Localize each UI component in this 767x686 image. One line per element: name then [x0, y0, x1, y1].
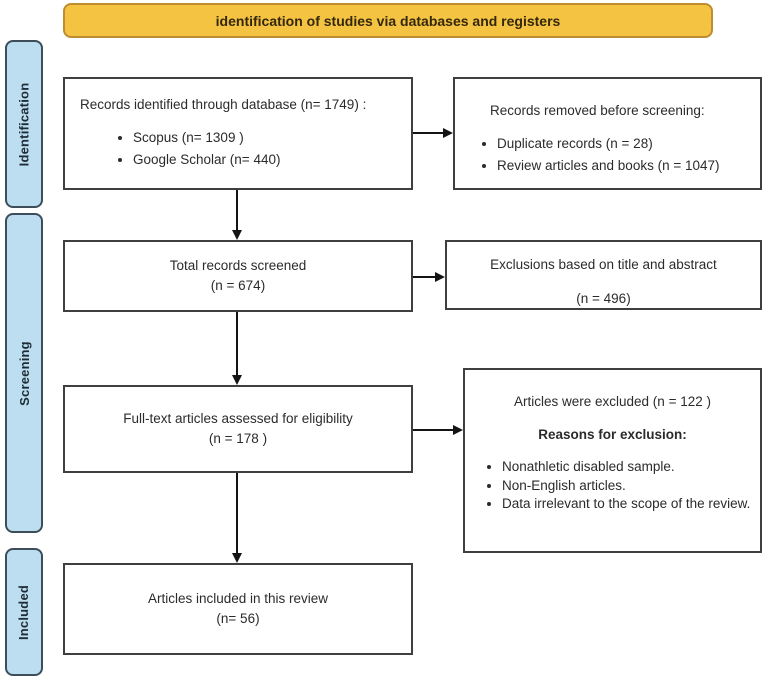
- arrow-screened-to-exclusions-line: [413, 276, 437, 278]
- arrow-down-icon: [232, 553, 242, 563]
- box-subtitle: Reasons for exclusion:: [538, 426, 687, 442]
- box-line1: Articles included in this review: [147, 591, 329, 607]
- arrow-screened-to-fulltext-line: [236, 312, 238, 377]
- bullet-item: Scopus (n= 1309 ): [133, 128, 401, 148]
- box-line2: (n= 56): [216, 611, 260, 626]
- box-line2: (n = 674): [210, 278, 266, 293]
- arrow-down-icon: [232, 230, 242, 240]
- arrow-identified-to-removed-line: [413, 132, 445, 134]
- box-line2: (n = 178 ): [208, 431, 268, 446]
- box-articles-excluded: Articles were excluded (n = 122 ) Reason…: [463, 368, 762, 553]
- header-title: identification of studies via databases …: [215, 12, 561, 29]
- box-fulltext-assessed: Full-text articles assessed for eligibil…: [63, 385, 413, 473]
- arrow-fulltext-to-excluded-line: [413, 429, 455, 431]
- box-records-screened: Total records screened (n = 674): [63, 240, 413, 312]
- arrow-identified-to-screened-line: [236, 190, 238, 232]
- box-line2: (n = 496): [576, 290, 631, 306]
- bullet-item: Duplicate records (n = 28): [497, 134, 752, 154]
- arrow-right-icon: [443, 128, 453, 138]
- box-line1: Full-text articles assessed for eligibil…: [123, 411, 353, 427]
- bullet-item: Nonathletic disabled sample.: [502, 458, 754, 476]
- bullet-item: Review articles and books (n = 1047): [497, 156, 752, 176]
- box-line1: Total records screened: [169, 258, 307, 274]
- box-records-removed: Records removed before screening: Duplic…: [453, 77, 762, 190]
- stage-label-included: Included: [5, 548, 43, 676]
- box-records-identified: Records identified through database (n= …: [63, 77, 413, 190]
- box-title: Articles were excluded (n = 122 ): [514, 394, 711, 409]
- box-title: Records removed before screening:: [490, 103, 705, 118]
- arrow-right-icon: [435, 272, 445, 282]
- bullet-list: Scopus (n= 1309 ) Google Scholar (n= 440…: [80, 128, 401, 170]
- bullet-item: Data irrelevant to the scope of the revi…: [502, 495, 754, 513]
- stage-label-identification: Identification: [5, 40, 43, 208]
- stage-label-screening: Screening: [5, 213, 43, 533]
- stage-label-text: Screening: [16, 340, 32, 406]
- arrow-fulltext-to-included-line: [236, 473, 238, 555]
- stage-label-text: Identification: [16, 82, 32, 166]
- bullet-item: Google Scholar (n= 440): [133, 150, 401, 170]
- header-banner: identification of studies via databases …: [63, 3, 713, 38]
- bullet-list: Duplicate records (n = 28) Review articl…: [455, 134, 752, 176]
- box-title: Records identified through database (n= …: [80, 97, 367, 112]
- bullet-item: Non-English articles.: [502, 477, 754, 495]
- bullet-list: Nonathletic disabled sample. Non-English…: [465, 458, 760, 513]
- box-line1: Exclusions based on title and abstract: [490, 257, 717, 272]
- box-articles-included: Articles included in this review (n= 56): [63, 563, 413, 655]
- arrow-down-icon: [232, 375, 242, 385]
- box-exclusions-title-abstract: Exclusions based on title and abstract (…: [445, 240, 762, 310]
- stage-label-text: Included: [16, 584, 32, 640]
- arrow-right-icon: [453, 425, 463, 435]
